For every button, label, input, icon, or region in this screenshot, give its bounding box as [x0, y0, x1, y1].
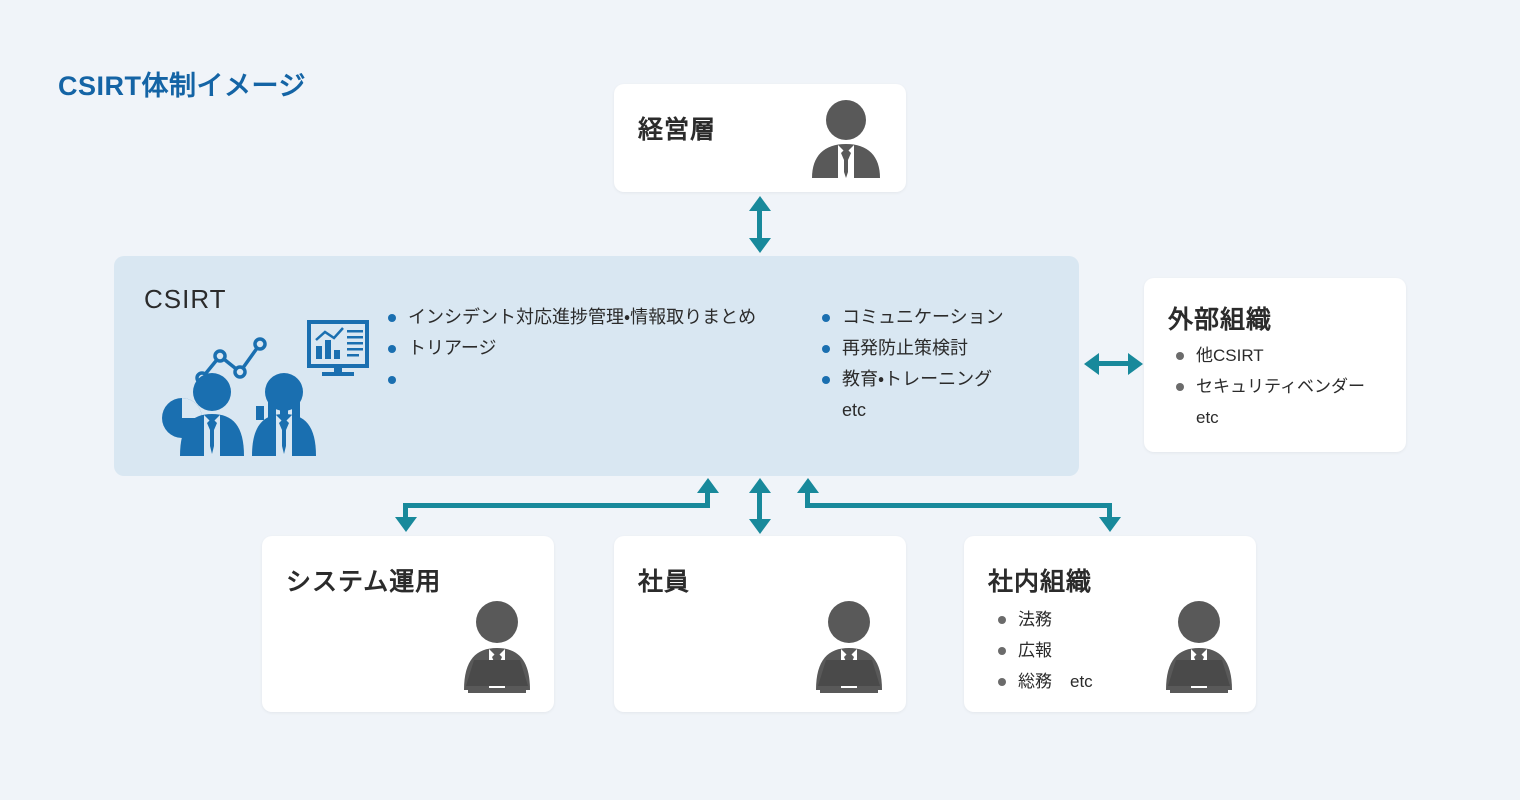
arrow-up-icon — [697, 478, 719, 493]
list-item: 法務 — [996, 604, 1093, 635]
arrow-down-icon — [395, 517, 417, 532]
node-management[interactable]: 経営層 — [614, 84, 906, 192]
business-person-icon — [180, 373, 244, 456]
node-csirt[interactable]: CSIRT — [114, 256, 1079, 476]
arrow-right-icon — [1128, 353, 1143, 375]
arrow-down-icon — [749, 238, 771, 253]
csirt-icon-cluster — [144, 308, 374, 463]
list-item: トリアージ — [386, 333, 756, 364]
arrow-up-icon — [749, 478, 771, 493]
list-note: etc — [842, 400, 867, 420]
list-note: etc — [1070, 672, 1093, 691]
csirt-duties-column-2: コミュニケーション 再発防止策検討 教育・トレーニング etc — [820, 302, 1004, 426]
list-item: セキュリティベンダー — [1174, 371, 1365, 402]
connector-line — [1107, 503, 1112, 519]
connector-line — [757, 208, 762, 240]
connector-line — [1096, 361, 1130, 366]
connector-line — [757, 490, 762, 522]
page-title: CSIRT体制イメージ — [58, 71, 306, 101]
node-csirt-label: CSIRT — [144, 284, 227, 314]
line-graph-icon — [200, 342, 262, 380]
arrow-down-icon — [749, 519, 771, 534]
node-employees[interactable]: 社員 — [614, 536, 906, 712]
person-at-desk-icon — [458, 598, 536, 699]
arrow-down-icon — [1099, 517, 1121, 532]
person-at-desk-icon — [1160, 598, 1238, 699]
arrow-up-icon — [749, 196, 771, 211]
node-employees-label: 社員 — [638, 568, 691, 596]
arrow-up-icon — [797, 478, 819, 493]
list-item: 広報 — [996, 635, 1093, 666]
list-item: 他CSIRT — [1174, 340, 1365, 371]
arrow-left-icon — [1084, 353, 1099, 375]
connector-line — [403, 503, 710, 508]
node-system-ops-label: システム運用 — [286, 568, 442, 596]
csirt-duties-column-1: インシデント対応進捗管理・情報取りまとめ トリアージ — [386, 302, 756, 384]
list-item: コミュニケーション — [820, 302, 1004, 333]
node-external-org-label: 外部組織 — [1168, 306, 1273, 334]
list-item: インシデント対応進捗管理・情報取りまとめ — [386, 302, 756, 333]
person-at-desk-icon — [810, 598, 888, 699]
list-item: 教育・トレーニング — [820, 364, 1004, 395]
list-item: 再発防止策検討 — [820, 333, 1004, 364]
connector-line — [805, 490, 810, 506]
connector-line — [705, 490, 710, 506]
list-note: etc — [1196, 408, 1219, 427]
connector-line — [403, 503, 408, 519]
business-person-icon — [802, 98, 890, 185]
monitor-chart-icon — [307, 320, 369, 376]
node-external-org[interactable]: 外部組織 他CSIRT セキュリティベンダー etc — [1144, 278, 1406, 452]
node-internal-org-label: 社内組織 — [988, 568, 1093, 596]
node-system-ops[interactable]: システム運用 — [262, 536, 554, 712]
connector-line — [805, 503, 1112, 508]
business-person-icon — [252, 373, 316, 456]
external-org-list: 他CSIRT セキュリティベンダー etc — [1174, 340, 1365, 433]
node-management-label: 経営層 — [638, 116, 717, 144]
